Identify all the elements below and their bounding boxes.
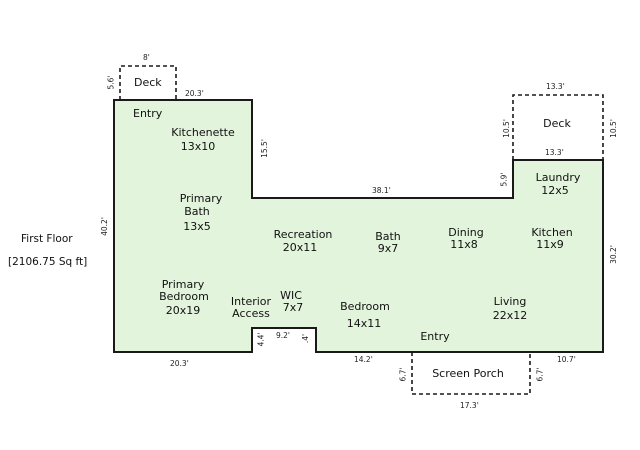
room-primary-bath: Primary <box>179 192 223 205</box>
dim-bottom-left-width: 20.3' <box>170 359 189 368</box>
room-deck-right: Deck <box>543 117 571 130</box>
room-recreation: Recreation <box>273 228 333 241</box>
room-primary-bedroom: Primary <box>161 278 205 291</box>
dim-deck-left-depth: 5.6' <box>106 75 116 90</box>
room-bedroom: Bedroom <box>340 300 390 313</box>
room-deck-left: Deck <box>134 76 162 89</box>
dim-left-height: 40.2' <box>99 217 109 236</box>
room-interior-access: Interior <box>230 295 272 308</box>
room-primary-bath-2: Bath <box>184 205 210 218</box>
room-laundry-size: 12x5 <box>541 184 569 197</box>
dim-deck-right-depth-left: 10.5' <box>501 119 511 138</box>
dim-notch-right: .4' <box>301 333 311 344</box>
screen-porch-outline <box>411 352 531 395</box>
room-interior-access-2: Access <box>232 307 270 320</box>
room-dining: Dining <box>448 226 484 239</box>
room-recreation-size: 20x11 <box>282 241 318 254</box>
room-screen-porch: Screen Porch <box>432 367 504 380</box>
floor-title: First Floor <box>21 233 73 245</box>
room-living-size: 22x12 <box>492 309 528 322</box>
dim-laundry-step: 5.9' <box>499 172 509 187</box>
dim-deck-left-width: 8' <box>143 53 150 62</box>
room-living: Living <box>493 295 527 308</box>
dim-top-left-width: 20.3' <box>185 89 204 98</box>
dim-porch-width: 17.3' <box>460 401 479 410</box>
room-bedroom-size: 14x11 <box>346 317 382 330</box>
room-primary-bedroom-2: Bedroom <box>159 290 209 303</box>
dim-middle-width: 38.1' <box>372 186 391 195</box>
floor-area: [2106.75 Sq ft] <box>8 256 88 268</box>
dim-deck-right-depth-right: 10.5' <box>608 119 618 138</box>
room-primary-bath-size: 13x5 <box>183 220 211 233</box>
room-kitchenette-size: 13x10 <box>180 140 216 153</box>
first-floor-outline <box>113 99 604 353</box>
dim-right-height: 30.2' <box>608 245 618 264</box>
dim-deck-right-bottom: 13.3' <box>545 148 564 157</box>
dim-notch-depth: 4.4' <box>256 332 266 347</box>
dim-porch-right: 6.7' <box>535 367 545 382</box>
dim-bottom-right-width: 10.7' <box>557 355 576 364</box>
room-bath: Bath <box>375 230 401 243</box>
room-bath-size: 9x7 <box>377 242 399 255</box>
dim-porch-left: 6.7' <box>398 367 408 382</box>
dim-notch-width: 9.2' <box>276 331 290 340</box>
room-laundry: Laundry <box>535 171 581 184</box>
room-kitchenette: Kitchenette <box>171 126 235 139</box>
dim-deck-right-width: 13.3' <box>546 82 565 91</box>
room-kitchen-size: 11x9 <box>536 238 564 251</box>
room-wic: WIC <box>280 289 302 302</box>
room-dining-size: 11x8 <box>450 238 478 251</box>
room-wic-size: 7x7 <box>282 301 304 314</box>
deck-left-outline <box>119 65 177 100</box>
room-primary-bedroom-size: 20x19 <box>165 304 201 317</box>
dim-step-height: 15.5' <box>259 139 269 158</box>
room-kitchen: Kitchen <box>531 226 573 239</box>
room-entry-top: Entry <box>133 107 163 120</box>
dim-bottom-mid-width: 14.2' <box>354 355 373 364</box>
room-entry-bottom: Entry <box>420 330 450 343</box>
